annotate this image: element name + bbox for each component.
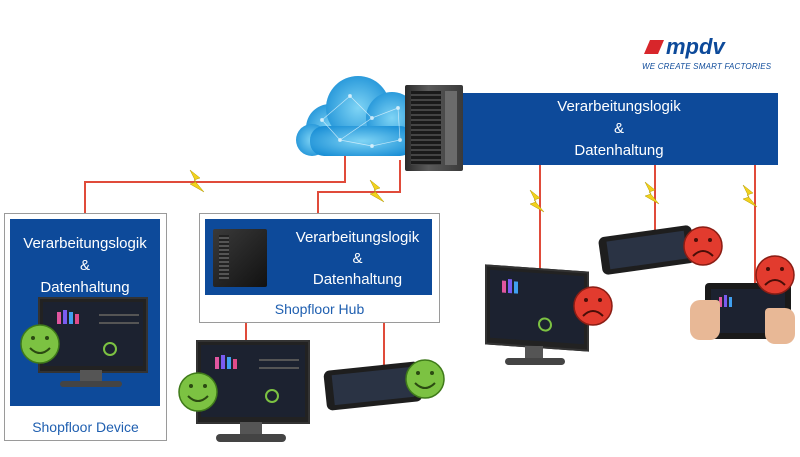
monitor-icon — [38, 297, 148, 373]
hub-line1: Verarbeitungslogik — [295, 229, 420, 246]
device-line2: & — [79, 257, 90, 274]
hub-logic-box: Verarbeitungslogik & Datenhaltung — [205, 219, 432, 295]
central-line3: Datenhaltung — [574, 142, 664, 159]
lightning-icon-2 — [369, 179, 385, 203]
hand-left-icon — [690, 300, 720, 340]
monitor-icon-3 — [485, 264, 589, 352]
mpdv-logo-icon — [644, 40, 664, 54]
logo-box: mpdv WE CREATE SMART FACTORIES — [632, 16, 792, 88]
device-line1: Verarbeitungslogik — [23, 235, 147, 252]
lightning-icon-1 — [189, 169, 205, 193]
shopfloor-hub-panel: Verarbeitungslogik & Datenhaltung Shopfl… — [199, 213, 440, 323]
shopfloor-device-panel: Verarbeitungslogik & Datenhaltung Shopfl… — [4, 213, 167, 441]
brand-tagline: WE CREATE SMART FACTORIES — [642, 62, 772, 71]
server-icon — [405, 85, 463, 171]
lightning-icon-3 — [529, 189, 545, 213]
hub-line2: & — [352, 250, 363, 267]
lightning-icon-4 — [644, 181, 660, 205]
hub-caption: Shopfloor Hub — [274, 301, 365, 317]
central-processing-box: Verarbeitungslogik & Datenhaltung — [460, 93, 778, 165]
device-line3: Datenhaltung — [40, 279, 130, 296]
brand-name: mpdv — [666, 34, 725, 59]
device-caption: Shopfloor Device — [32, 419, 139, 435]
central-line1: Verarbeitungslogik — [557, 98, 681, 115]
monitor-icon-2 — [196, 340, 310, 424]
central-line2: & — [613, 120, 624, 137]
hand-right-icon — [765, 308, 795, 344]
device-logic-box: Verarbeitungslogik & Datenhaltung — [10, 219, 160, 406]
lightning-icon-5 — [742, 184, 758, 208]
hub-device-icon — [213, 229, 267, 287]
hub-line3: Datenhaltung — [312, 271, 403, 288]
